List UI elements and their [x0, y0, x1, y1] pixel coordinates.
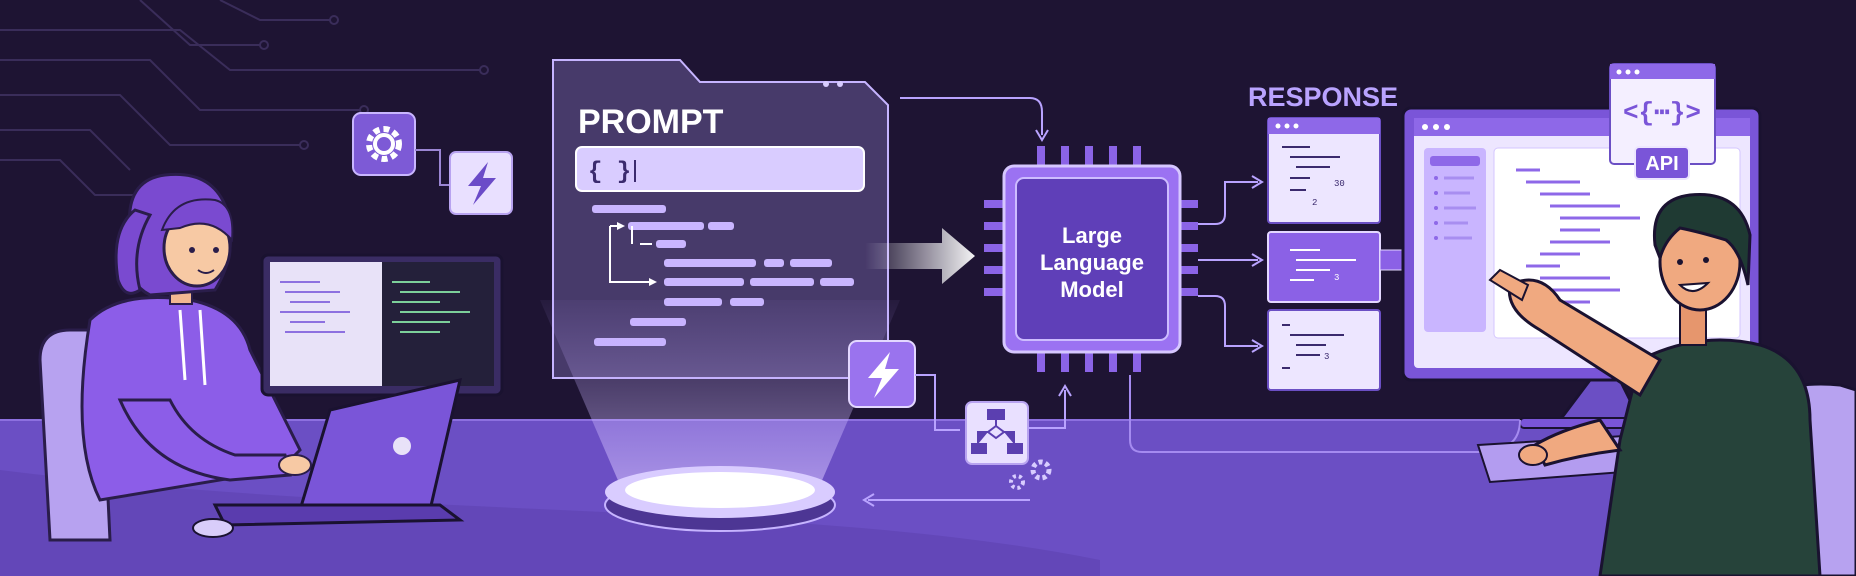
response-value: 3: [1334, 273, 1339, 283]
code-braces-icon: <{⋯}>: [1623, 98, 1701, 128]
api-label: API: [1645, 153, 1678, 175]
prompt-title: PROMPT: [578, 103, 724, 141]
gear-icon: [1009, 459, 1052, 490]
prompt-input-text: { }: [588, 159, 631, 186]
response-card: 30 2: [1267, 117, 1381, 224]
hologram-pedestal: [604, 466, 836, 532]
mouse-icon: [192, 518, 234, 538]
prompt-input[interactable]: [575, 146, 865, 192]
developer-man: [1476, 193, 1856, 576]
prompt-panel: PROMPT { }: [552, 59, 889, 379]
response-title: RESPONSE: [1248, 82, 1398, 112]
lightning-icon: [848, 340, 916, 408]
flow-arrow-large: [865, 228, 975, 284]
response-card-highlighted: 3: [1267, 231, 1381, 303]
response-card: 3: [1267, 309, 1381, 391]
hologram-beam: [540, 300, 900, 485]
api-button: [1634, 146, 1690, 180]
response-value: 3: [1324, 352, 1329, 362]
llm-label-line3: Model: [1060, 277, 1124, 302]
flowchart-icon: [965, 401, 1029, 465]
lightning-icon: [449, 151, 513, 215]
response-arrows: [1198, 175, 1264, 353]
response-value: 30: [1334, 179, 1345, 189]
laptop: [212, 377, 465, 527]
llm-label-line1: Large: [1062, 223, 1122, 248]
api-badge: <{⋯}> API: [1609, 63, 1716, 180]
response-value: 2: [1312, 198, 1317, 208]
gear-icon: [352, 112, 416, 176]
developer-woman: [38, 172, 312, 542]
llm-chip: Large Language Model: [984, 146, 1198, 372]
llm-label-line2: Language: [1040, 250, 1144, 275]
left-monitor: [260, 253, 504, 397]
